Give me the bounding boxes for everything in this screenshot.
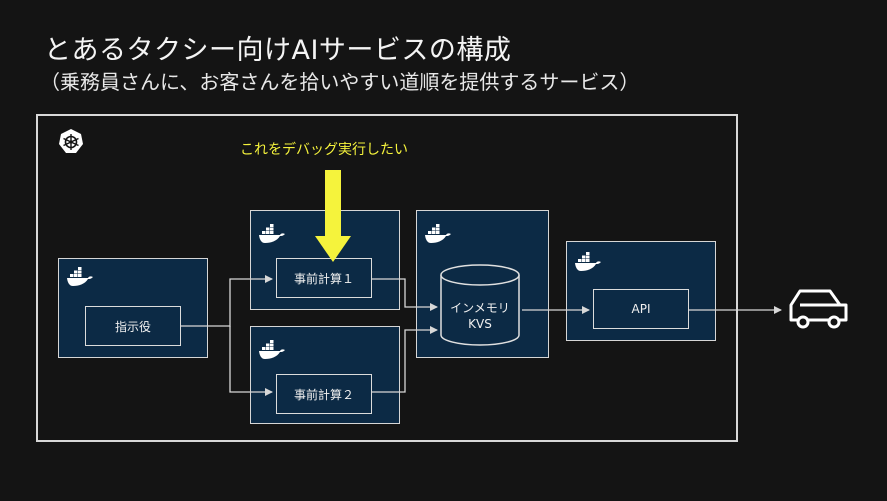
api-node: API (593, 289, 689, 329)
docker-icon (67, 267, 93, 286)
precompute1-node: 事前計算１ (276, 258, 372, 298)
edge-commander-precompute2 (229, 326, 273, 396)
edge-commander-precompute1 (181, 275, 273, 327)
docker-icon (259, 340, 285, 359)
commander-node: 指示役 (85, 306, 181, 346)
kvs-label-line1: インメモリ (450, 301, 510, 315)
docker-icon (575, 252, 601, 271)
docker-icon (259, 224, 285, 243)
edge-precompute1-kvs (372, 278, 438, 311)
docker-icon (425, 224, 451, 243)
edge-precompute2-kvs (372, 326, 438, 393)
precompute2-node: 事前計算２ (276, 374, 372, 414)
database-icon (440, 264, 520, 346)
kvs-node-label: インメモリ KVS (438, 300, 522, 332)
slide-title: とあるタクシー向けAIサービスの構成 (44, 35, 512, 66)
car-icon (789, 289, 848, 329)
highlight-arrow (315, 170, 351, 262)
slide-subtitle: （乗務員さんに、お客さんを拾いやすい道順を提供するサービス） (40, 70, 640, 94)
kubernetes-icon (59, 129, 83, 153)
debug-annotation: これをデバッグ実行したい (240, 142, 408, 158)
kubernetes-cluster-frame (36, 114, 738, 442)
kvs-label-line2: KVS (468, 317, 492, 331)
